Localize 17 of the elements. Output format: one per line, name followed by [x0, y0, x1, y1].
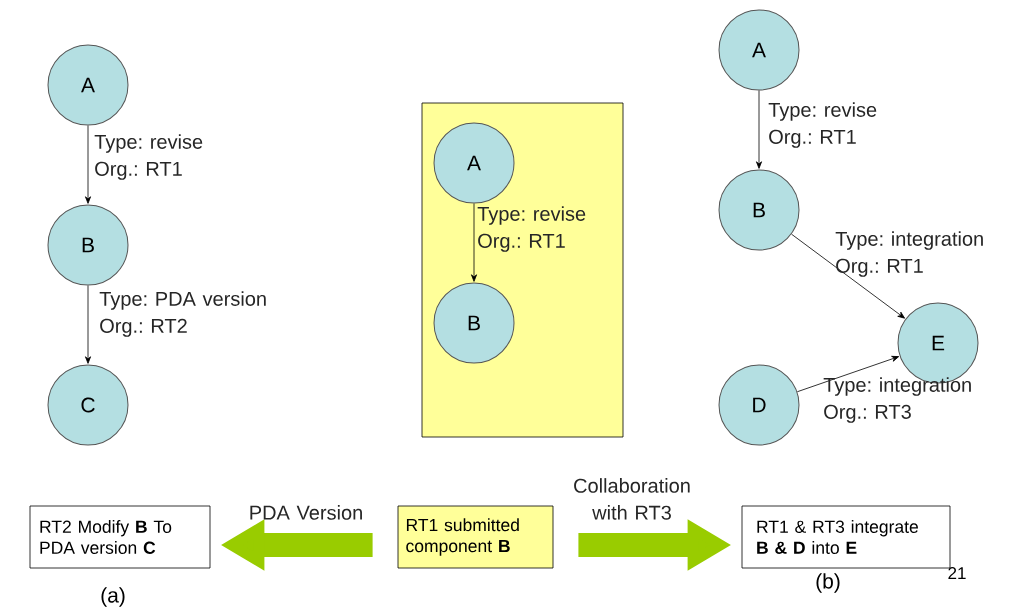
edge-label: PDA Version	[250, 505, 362, 520]
arrow	[471, 203, 477, 282]
edge-label: Type: integration Org.: RT1	[835, 231, 983, 277]
edge-label: Type: revise Org.: RT1	[94, 134, 203, 180]
arrow	[85, 125, 91, 204]
page-number: 21	[948, 567, 966, 579]
edge-label: Type: PDA version Org.: RT2	[99, 291, 266, 337]
edge-label: Type: revise Org.: RT1	[477, 206, 586, 252]
arrow	[85, 285, 91, 364]
arrow	[756, 90, 762, 169]
panel-label: (a)	[101, 587, 125, 607]
arrow	[791, 233, 905, 319]
edge-label: Type: revise Org.: RT1	[768, 102, 877, 148]
arrow	[796, 355, 900, 393]
text-box: RT2 Modify B To PDA version C	[29, 505, 211, 569]
text-box: RT1 submitted component B	[397, 505, 554, 569]
edge-label: Collaboration with RT3	[574, 478, 690, 520]
